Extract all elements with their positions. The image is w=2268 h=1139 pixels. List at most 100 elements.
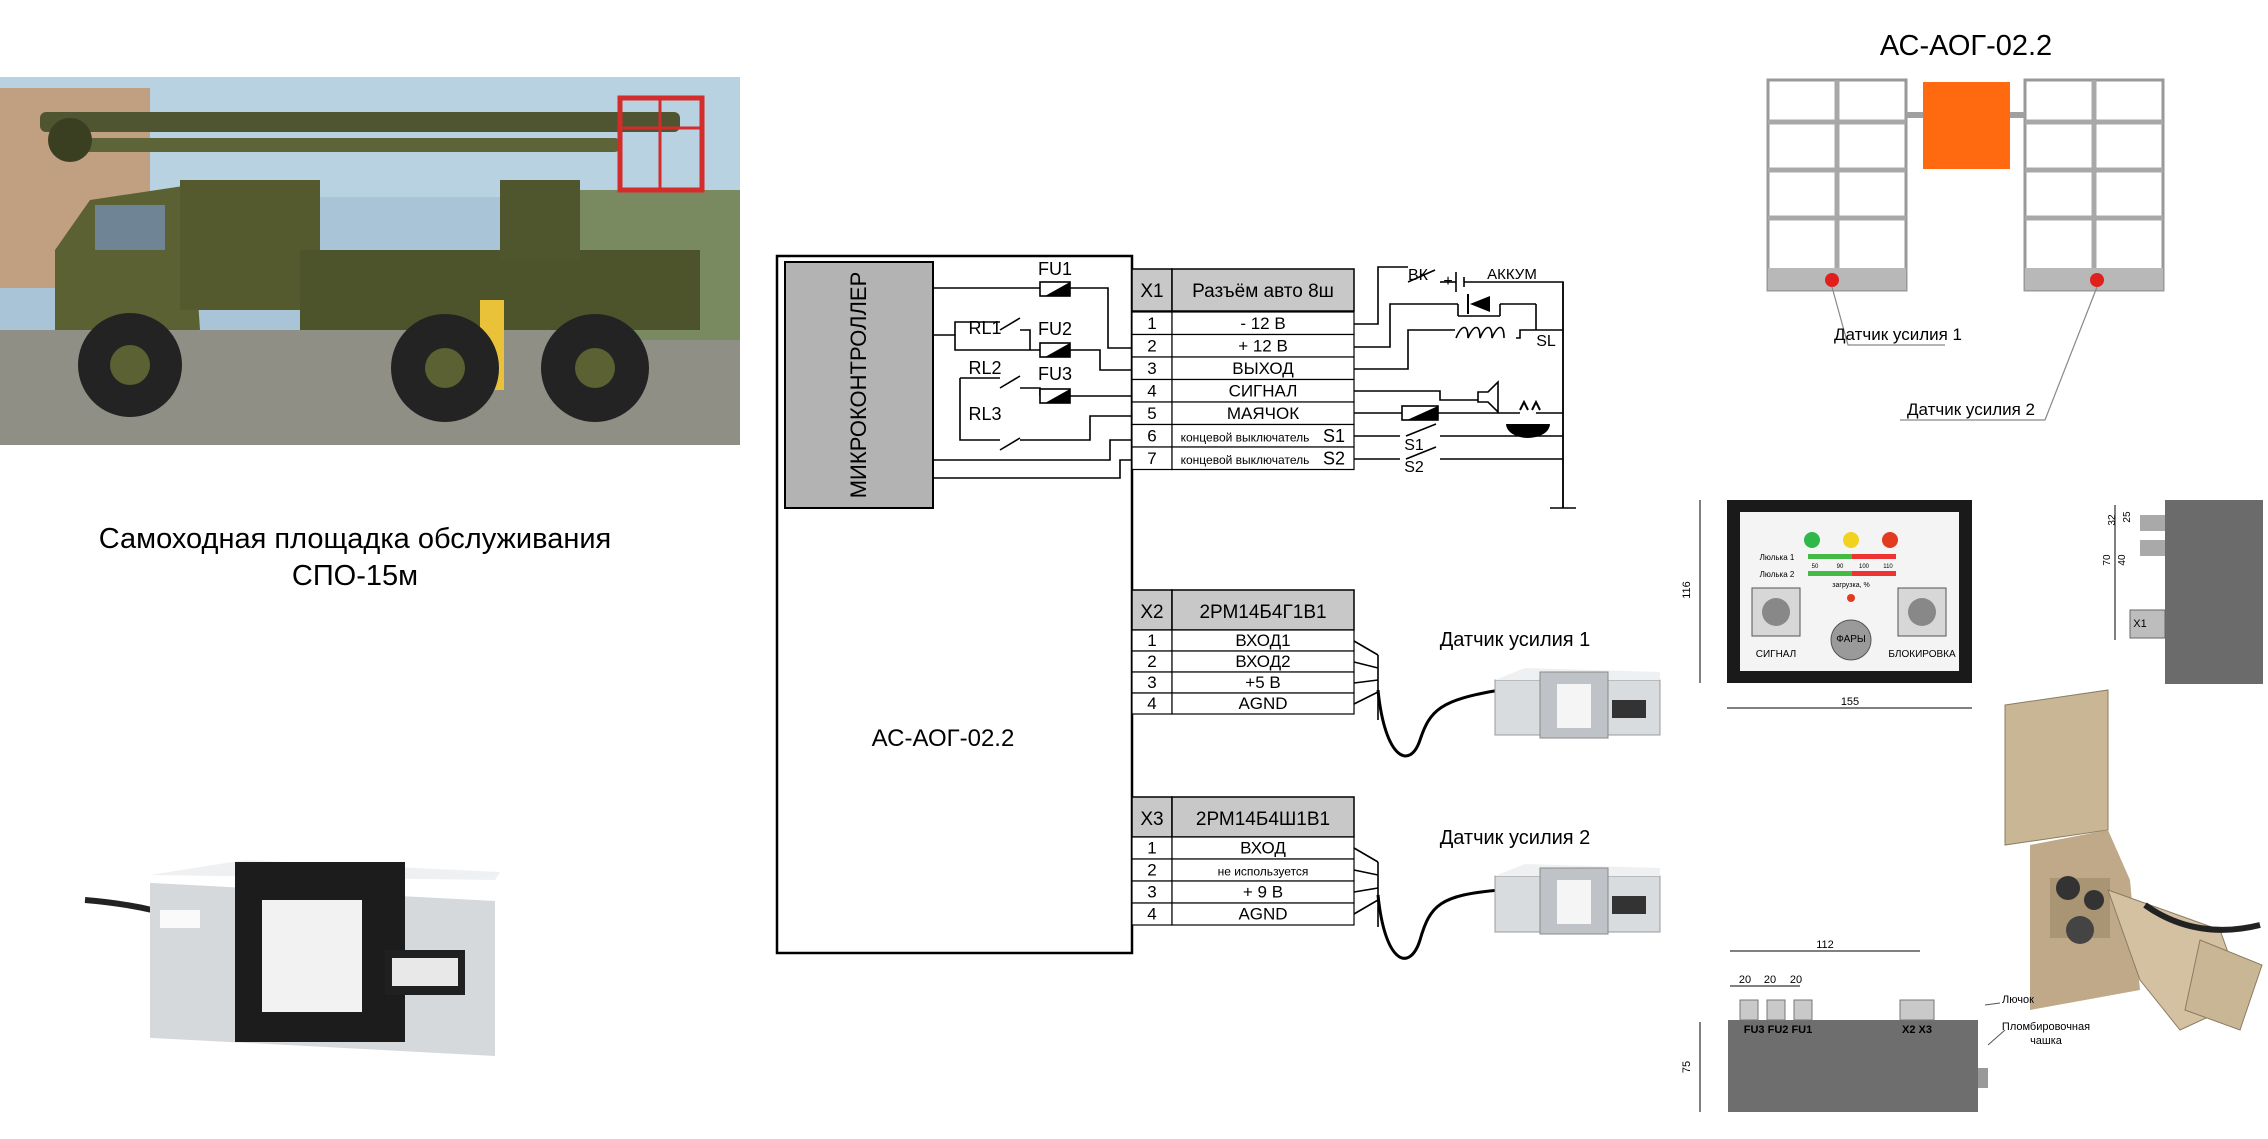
x1-title: Разъём авто 8ш <box>1192 281 1334 302</box>
led-green <box>1804 532 1820 548</box>
x1-pin-label: концевой выключатель <box>1181 430 1310 444</box>
x3-pin-label: + 9 В <box>1243 883 1283 902</box>
bottom-fuses-label: FU3 FU2 FU1 <box>1744 1024 1812 1036</box>
layout-sensor1-label: Датчик усилия 1 <box>1834 325 1962 344</box>
sensor1-caption: Датчик усилия 1 <box>1440 629 1591 651</box>
x1-pin-number: 7 <box>1147 449 1156 468</box>
x1-pin-number: 4 <box>1147 381 1156 400</box>
relay-label-rl1: RL1 <box>968 318 1001 338</box>
sensor1-image <box>1494 668 1661 739</box>
layout-diagram <box>1766 78 2165 421</box>
vehicle-title-line1: Самоходная площадка обслуживания <box>99 523 612 555</box>
x3-pin-number: 3 <box>1147 883 1156 902</box>
fuse-symbols <box>1039 281 1071 404</box>
bottom-dim-pitch3: 20 <box>1790 974 1802 986</box>
fuse-label-fu1: FU1 <box>1038 259 1072 279</box>
front-panel <box>1699 500 1972 709</box>
sensor2-image <box>1494 864 1661 935</box>
bottom-seal-label-2: чашка <box>2030 1035 2063 1047</box>
x3-pin-number: 2 <box>1147 861 1156 880</box>
bottom-dim-pitch1: 20 <box>1739 974 1751 986</box>
connector-x3-table: X3 2РМ14Б4Ш1В1 <box>1131 796 1355 838</box>
x1-pin-number: 2 <box>1147 336 1156 355</box>
x1-pin-label: концевой выключатель <box>1181 453 1310 467</box>
x1-pin-number: 1 <box>1147 314 1156 333</box>
x1-pin-suffix: S2 <box>1323 449 1345 469</box>
s2-label: S2 <box>1404 459 1424 476</box>
x1-external-circuit <box>1354 266 1576 509</box>
side-connector-label: X1 <box>2133 618 2146 630</box>
controller-box: МИКРОКОНТРОЛЛЕР АС-АОГ-02.2 <box>775 254 1134 955</box>
bottom-view <box>1699 950 2006 1112</box>
x2-title: 2РМ14Б4Г1В1 <box>1199 602 1326 623</box>
fuse-label-fu2: FU2 <box>1038 319 1072 339</box>
s1-label: S1 <box>1404 437 1424 454</box>
side-dim-32: 32 <box>2107 514 2118 526</box>
vehicle-photo <box>0 77 740 445</box>
x2-pin-number: 4 <box>1147 694 1156 713</box>
x3-pin-label: ВХОД <box>1240 839 1286 858</box>
sensor2-caption: Датчик усилия 2 <box>1440 827 1591 849</box>
fuse-label-fu3: FU3 <box>1038 364 1072 384</box>
bottom-lock-label: Лючок <box>2002 994 2034 1006</box>
panel-signal-label: СИГНАЛ <box>1756 649 1797 660</box>
x2-pin-number: 3 <box>1147 673 1156 692</box>
x2-pin-number: 2 <box>1147 652 1156 671</box>
x3-pin-label: не используется <box>1218 865 1309 879</box>
x2-pin-label: AGND <box>1238 694 1287 713</box>
side-dim-25: 25 <box>2122 511 2133 523</box>
x3-pin-rows: 1 ВХОД 2 не используется 3 + 9 В 4 AGND <box>1131 836 1355 926</box>
side-dim-40: 40 <box>2117 554 2128 566</box>
x2-pin-number: 1 <box>1147 631 1156 650</box>
connector-x2-table: X2 2РМ14Б4Г1В1 <box>1131 589 1355 631</box>
layout-sensor1-dot <box>1825 273 1839 287</box>
layout-unit-box <box>1923 82 2010 169</box>
bottom-dim-pitch2: 20 <box>1764 974 1776 986</box>
load-cell-image <box>84 860 500 1056</box>
x1-pin-number: 6 <box>1147 426 1156 445</box>
switch-bk-label: ВК <box>1408 267 1429 284</box>
x3-pin-label: AGND <box>1238 905 1287 924</box>
x1-pin-label: СИГНАЛ <box>1229 381 1298 400</box>
relay-label-rl2: RL2 <box>968 358 1001 378</box>
layout-title: АС-АОГ-02.2 <box>1880 30 2052 62</box>
panel-dim-height: 116 <box>1681 581 1693 599</box>
side-dim-70: 70 <box>2102 554 2113 566</box>
relay-label-rl3: RL3 <box>968 404 1001 424</box>
panel-load-label: загрузка, % <box>1832 582 1869 589</box>
bottom-connectors-label: X2 X3 <box>1902 1024 1932 1036</box>
panel-headlights-label: ФАРЫ <box>1836 634 1866 645</box>
x1-pin-label: - 12 В <box>1240 314 1285 333</box>
x2-id: X2 <box>1140 602 1163 623</box>
sensor2-cable <box>1376 888 1501 960</box>
connector-x1-table: X1 Разъём авто 8ш <box>1131 268 1355 312</box>
panel-cradle1: Люлька 1 <box>1760 553 1795 562</box>
bottom-seal-label-1: Пломбировочная <box>2002 1021 2090 1033</box>
x2-pin-label: +5 В <box>1245 673 1280 692</box>
battery-label: АККУМ <box>1487 266 1537 283</box>
sensor-cables <box>1353 640 1379 927</box>
layout-sensor2-dot <box>2090 273 2104 287</box>
x1-external-components <box>1401 294 1550 438</box>
panel-cradle2: Люлька 2 <box>1760 570 1795 579</box>
x1-pin-suffix: S1 <box>1323 426 1345 446</box>
led-yellow <box>1843 532 1859 548</box>
x3-pin-number: 4 <box>1147 905 1156 924</box>
side-view <box>2114 500 2263 684</box>
panel-lock-label: БЛОКИРОВКА <box>1888 649 1956 660</box>
x1-pin-label: ВЫХОД <box>1232 359 1294 378</box>
sensor1-cable <box>1376 688 1501 758</box>
panel-scale-50: 50 <box>1812 564 1819 570</box>
bottom-dim-total: 112 <box>1816 939 1834 951</box>
x3-pin-number: 1 <box>1147 839 1156 858</box>
layout-sensor2-label: Датчик усилия 2 <box>1907 400 2035 419</box>
battery-plus-label: + <box>1443 273 1452 290</box>
panel-scale-100: 100 <box>1859 564 1870 570</box>
internal-wiring <box>933 287 1132 479</box>
x1-pin-label: + 12 В <box>1238 336 1288 355</box>
bottom-dim-height: 75 <box>1681 1061 1693 1073</box>
